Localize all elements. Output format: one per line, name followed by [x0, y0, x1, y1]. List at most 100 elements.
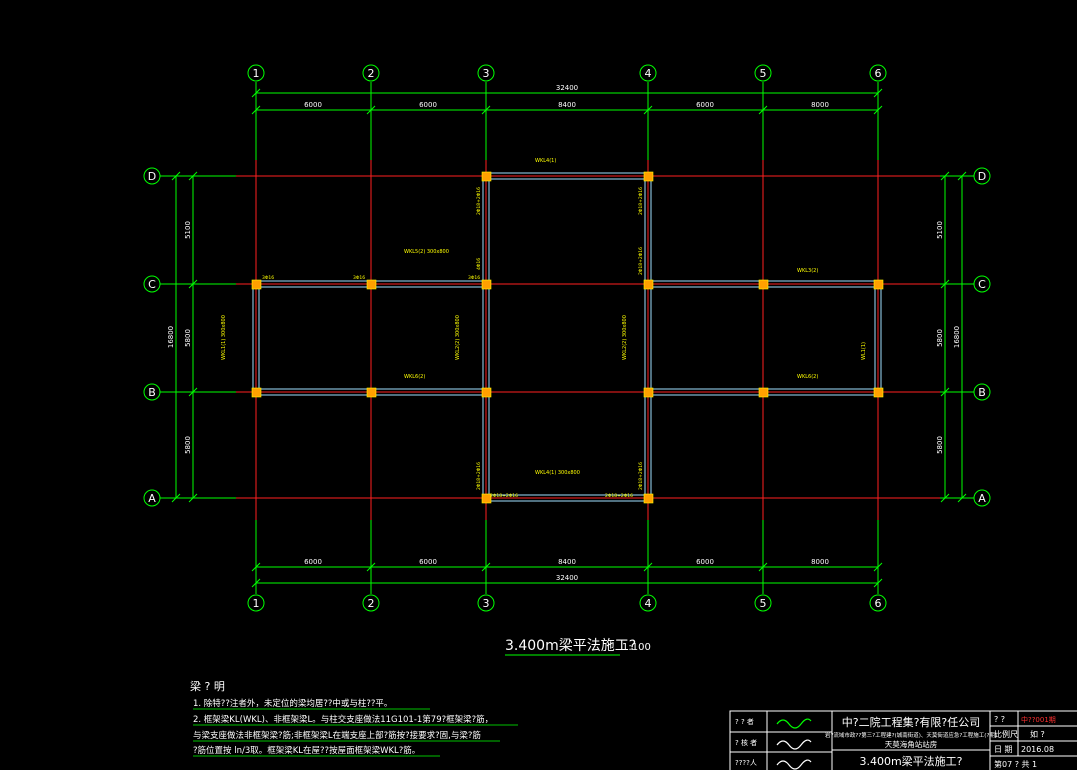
beam-label-wkl6-left: WKL6(2) [404, 374, 425, 380]
columns [251, 171, 884, 504]
rebar-label: 3Φ16 [262, 275, 274, 281]
column [481, 387, 492, 398]
column [758, 387, 769, 398]
tb-designer-label: ? ? 者 [735, 718, 754, 726]
bottom-dimensions [251, 562, 883, 588]
rebar-label: 2Φ18+2Φ16 [638, 247, 644, 275]
dim-span-3-4-top: 8400 [558, 101, 576, 109]
column [251, 387, 262, 398]
axis-bubbles-left [143, 167, 161, 507]
dim-span-2-3-top: 6000 [419, 101, 437, 109]
signature-2 [776, 739, 812, 750]
axis-label-6-top: 6 [875, 67, 882, 80]
axis-label-1-bottom: 1 [253, 597, 260, 610]
axis-label-1-top: 1 [253, 67, 260, 80]
axis-label-C-left: C [148, 278, 156, 291]
beam-label-wkl6-right: WKL6(2) [797, 374, 818, 380]
dim-span-2-3-bottom: 6000 [419, 558, 437, 566]
dim-total-top: 32400 [556, 84, 578, 92]
axis-label-4-bottom: 4 [645, 597, 652, 610]
dim-span-1-2-bottom: 6000 [304, 558, 322, 566]
dim-right-b-a: 5800 [936, 436, 944, 454]
dim-span-1-2-top: 6000 [304, 101, 322, 109]
beam-label-mid4-vertical: WKL2(2) 300x800 [622, 315, 628, 360]
right-dimensions [940, 171, 967, 503]
beam-label-wkl4-bottom: WKL4(1) 300x800 [535, 470, 580, 476]
dim-span-5-6-bottom: 8000 [811, 558, 829, 566]
notes-line-3: 与梁支座做法非框架梁?筋;非框架梁L在端支座上部?筋按?接要求?固,与梁?筋 [193, 730, 481, 741]
dim-span-3-4-bottom: 8400 [558, 558, 576, 566]
rebar-label: 2Φ18+2Φ16 [638, 462, 644, 490]
column [366, 279, 377, 290]
axis-label-B-right: B [978, 386, 986, 399]
rebar-label: 3Φ16 [468, 275, 480, 281]
plan-title: 3.400m梁平法施工? [505, 638, 636, 654]
dim-left-b-a: 5800 [184, 436, 192, 454]
column [643, 171, 654, 182]
tb-drawing-name: 3.400m梁平法施工? [859, 754, 962, 768]
grid-lines-vertical [255, 160, 879, 520]
column [873, 387, 884, 398]
title-block [729, 710, 1077, 770]
axis-label-5-bottom: 5 [760, 597, 767, 610]
beam-label-wl1: WL1(1) [861, 342, 867, 360]
tb-project-name: 天莫海角站站房 [885, 739, 938, 749]
column [643, 387, 654, 398]
notes-line-2: 2. 框架梁KL(WKL)、非框架梁L。与柱交支座做法11G101-1第79?框… [193, 714, 493, 725]
column [643, 279, 654, 290]
plan-scale: 1:100 [622, 642, 651, 653]
beams [252, 172, 882, 502]
tb-date-value: 2016.08 [1021, 745, 1054, 754]
tb-project-line: 岩?流域市政??第三?工程建?(城南街道)、天莫街道应急?工程施工(?期) [825, 731, 997, 739]
tb-date-label: 日 期 [994, 745, 1013, 754]
axis-label-B-left: B [148, 386, 156, 399]
dim-left-total: 16800 [167, 326, 175, 348]
top-dimensions [251, 88, 883, 115]
axis-label-2-top: 2 [368, 67, 375, 80]
tb-number-value: 中??001期 [1021, 715, 1056, 724]
notes-line-1: 1. 除特??注者外，未定位的梁均居??中或与柱??平。 [193, 698, 392, 709]
axis-label-6-bottom: 6 [875, 597, 882, 610]
rebar-label: 2Φ18+2Φ16 [476, 187, 482, 215]
column [481, 279, 492, 290]
plan-title-group: 3.400m梁平法施工? 1:100 [505, 638, 651, 656]
dim-right-total: 16800 [953, 326, 961, 348]
beam-label-mid3-vertical: WKL2(2) 300x800 [455, 315, 461, 360]
column [366, 387, 377, 398]
axis-label-A-left: A [148, 492, 156, 505]
axis-bubbles-top [247, 64, 887, 82]
column [643, 493, 654, 504]
tb-company: 中?二院工程集?有限?任公司 [842, 715, 981, 729]
beam-center-outer [482, 172, 652, 502]
rebar-label: 4Φ16 [476, 258, 482, 270]
notes-line-4: ?筋位置按 ln/3取。框架梁KL在屋??按屋面框架梁WKL?筋。 [193, 745, 420, 756]
column [481, 171, 492, 182]
signatures [776, 718, 812, 770]
column [758, 279, 769, 290]
axis-bubbles-right [973, 167, 991, 507]
axis-label-D-left: D [148, 170, 156, 183]
axis-label-5-top: 5 [760, 67, 767, 80]
beam-label-left-vertical: WKL1(1) 300x800 [221, 315, 227, 360]
signature-1 [776, 718, 812, 729]
column [251, 279, 262, 290]
column [481, 493, 492, 504]
axis-label-2-bottom: 2 [368, 597, 375, 610]
tb-sheet-index: 第07 ? 共 1 [994, 759, 1037, 769]
grid-lines-horizontal [236, 175, 940, 499]
left-dimensions [171, 171, 198, 503]
tb-reviewer-label: ? 核 者 [735, 738, 757, 747]
beam-label-wkl3: WKL3(2) [797, 268, 818, 274]
notes-heading: 梁 ? 明 [190, 679, 225, 693]
axis-label-3-top: 3 [483, 67, 490, 80]
dim-left-c-b: 5800 [184, 329, 192, 347]
dim-span-4-5-bottom: 6000 [696, 558, 714, 566]
dim-right-d-c: 5100 [936, 221, 944, 239]
column [873, 279, 884, 290]
axis-label-D-right: D [978, 170, 986, 183]
tb-approver-label: ????人 [735, 759, 757, 767]
rebar-label: 2Φ18+2Φ16 [605, 493, 633, 499]
axis-label-A-right: A [978, 492, 986, 505]
axis-bubbles-bottom [247, 594, 887, 612]
